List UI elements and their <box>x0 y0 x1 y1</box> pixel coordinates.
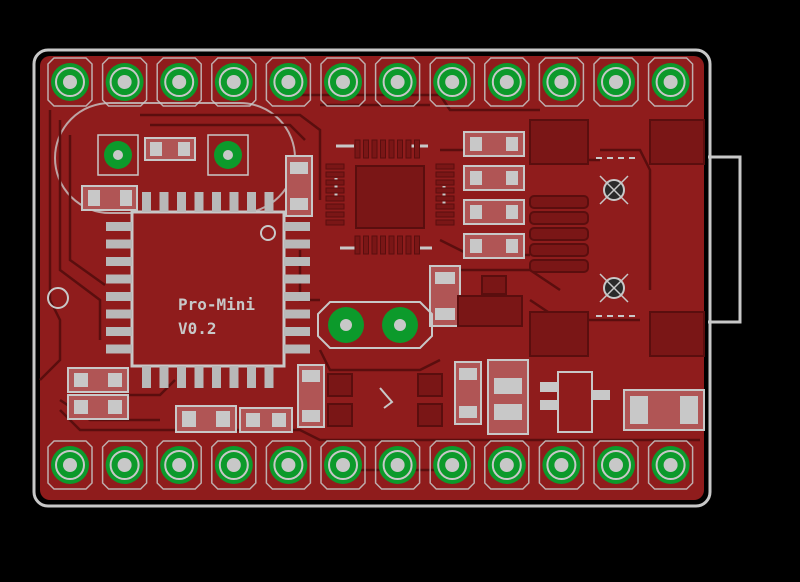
silkscreen-version: V0.2 <box>178 319 217 338</box>
bottom-pin-header <box>47 440 694 490</box>
pin1-marker <box>260 225 276 241</box>
top-pin-header <box>47 57 694 107</box>
smd-pads <box>74 137 698 427</box>
crystal-pads <box>97 134 249 176</box>
main-microcontroller: Pro-Mini V0.2 <box>106 192 310 388</box>
usb-interface-chip <box>325 139 455 255</box>
silkscreen-title: Pro-Mini <box>178 295 255 314</box>
diode-mark <box>379 387 394 409</box>
copper-pour <box>40 56 704 500</box>
center-pin-header <box>317 301 433 349</box>
usb-connector-outline <box>708 155 742 324</box>
mounting-hole <box>47 287 69 309</box>
board-outline <box>32 48 712 508</box>
usb-mount-holes <box>596 157 640 317</box>
voltage-regulator <box>540 371 610 433</box>
diode-d1 <box>487 359 529 435</box>
usb-pads <box>327 119 705 427</box>
